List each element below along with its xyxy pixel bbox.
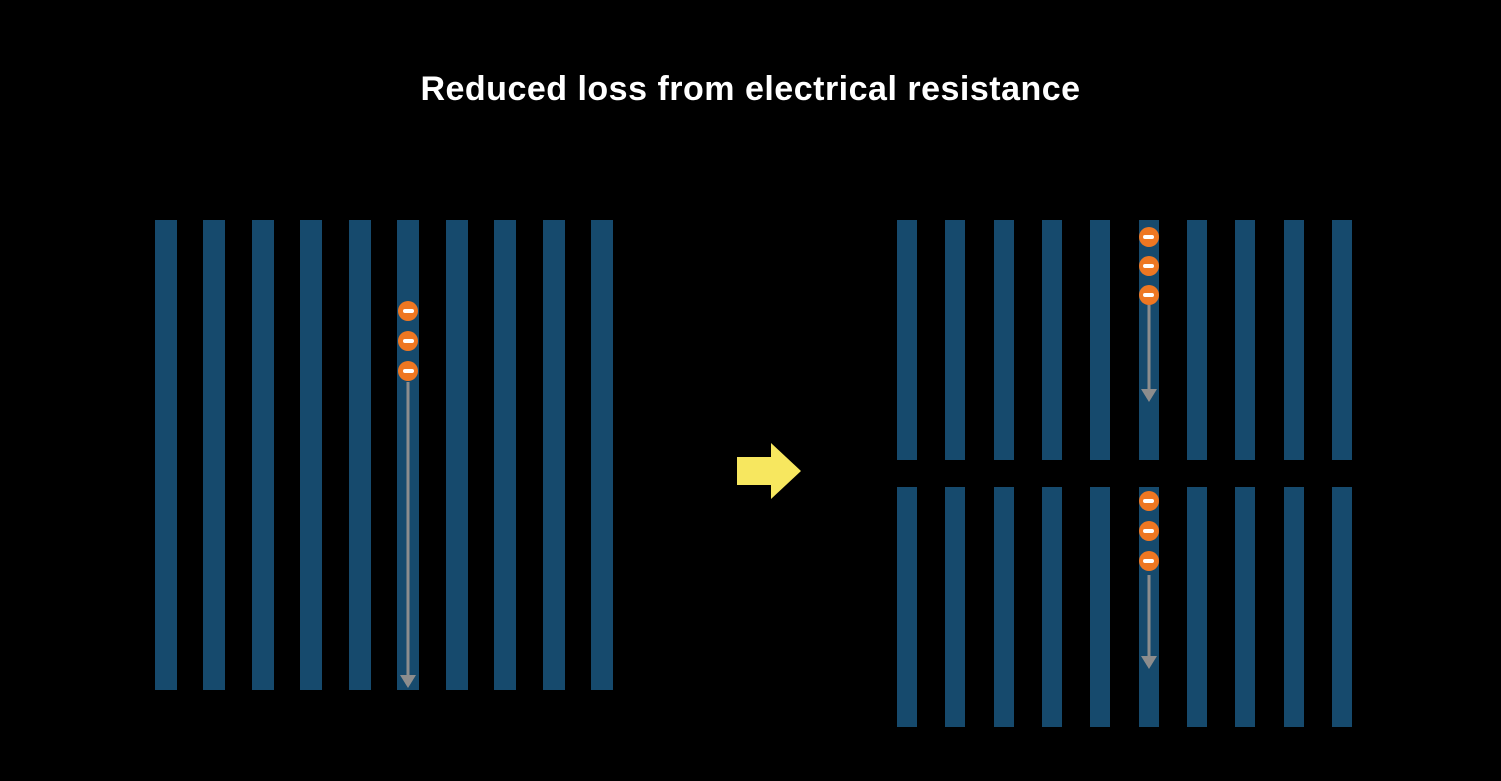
minus-circle-icon [1138, 256, 1159, 276]
minus-icon [402, 369, 414, 373]
cell-bar [1138, 487, 1159, 727]
cell-bar [1090, 220, 1111, 460]
cell-bar [1283, 220, 1304, 460]
electron-stack [1138, 227, 1159, 305]
down-arrow-icon [1140, 575, 1157, 669]
cell-bar [945, 220, 966, 460]
arrow-shaft [406, 382, 410, 677]
cell-bar [1186, 220, 1207, 460]
cell-bar [1331, 220, 1352, 460]
cell-bar [494, 220, 517, 690]
cell-bar [993, 220, 1014, 460]
cell-bar [1235, 220, 1256, 460]
cell-bar [1138, 220, 1159, 460]
cell-bar [445, 220, 468, 690]
down-arrow-icon [400, 382, 417, 688]
minus-icon [1143, 235, 1155, 239]
cell-bar [945, 487, 966, 727]
minus-circle-icon [398, 301, 419, 321]
minus-icon [1143, 559, 1155, 563]
panel-half-cell-top [897, 220, 1352, 460]
electron-stack [398, 301, 419, 381]
minus-circle-icon [1138, 227, 1159, 247]
arrow-shaft [1147, 305, 1151, 391]
electron-stack [1138, 491, 1159, 571]
arrow-head [1140, 656, 1157, 669]
cell-bar [897, 487, 917, 727]
arrow-shaft [1147, 575, 1151, 658]
panel-full-cell [155, 220, 613, 690]
minus-icon [1143, 529, 1155, 533]
cell-bar [1041, 487, 1062, 727]
cell-bar [397, 220, 420, 690]
cell-bar [155, 220, 177, 690]
minus-icon [402, 339, 414, 343]
cell-bar [897, 220, 917, 460]
cell-bar [1331, 487, 1352, 727]
cell-bar [251, 220, 274, 690]
cell-bar [1090, 487, 1111, 727]
minus-circle-icon [398, 331, 419, 351]
minus-icon [1143, 264, 1155, 268]
cell-bar [300, 220, 323, 690]
minus-circle-icon [1138, 491, 1159, 511]
cell-bar [590, 220, 613, 690]
right-block-arrow-icon [737, 443, 801, 499]
cell-bar [1235, 487, 1256, 727]
panel-half-cell-bottom [897, 487, 1352, 727]
minus-icon [1143, 293, 1155, 297]
minus-circle-icon [1138, 285, 1159, 305]
cell-bar [1186, 487, 1207, 727]
minus-circle-icon [1138, 551, 1159, 571]
diagram-title: Reduced loss from electrical resistance [420, 70, 1081, 108]
minus-circle-icon [398, 361, 419, 381]
minus-icon [1143, 499, 1155, 503]
minus-icon [402, 309, 414, 313]
arrow-head [400, 675, 417, 688]
cell-bar [993, 487, 1014, 727]
cell-bar [348, 220, 371, 690]
cell-bar [203, 220, 226, 690]
arrow-head [1140, 389, 1157, 402]
cell-bar [542, 220, 565, 690]
cell-bar [1041, 220, 1062, 460]
cell-bar [1283, 487, 1304, 727]
down-arrow-icon [1140, 305, 1157, 402]
minus-circle-icon [1138, 521, 1159, 541]
